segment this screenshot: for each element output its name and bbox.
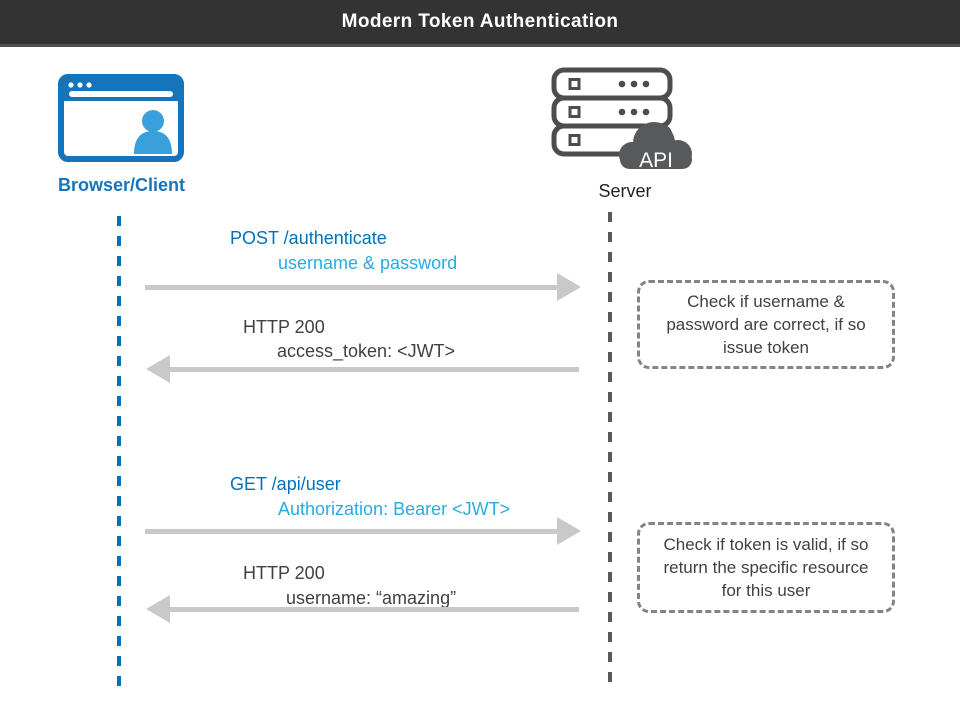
server-icon: API — [551, 67, 692, 172]
actor-client: Browser/Client — [58, 74, 186, 196]
title-bar: Modern Token Authentication — [0, 0, 960, 47]
note-text: Check if username & password are correct… — [666, 292, 866, 357]
actor-server: API Server — [550, 66, 700, 202]
server-note-validate-token: Check if token is valid, if so return th… — [637, 522, 895, 613]
server-note-issue-token: Check if username & password are correct… — [637, 280, 895, 369]
browser-icon — [58, 74, 184, 162]
message-3-line1: GET /api/user — [230, 474, 341, 494]
page-title: Modern Token Authentication — [341, 11, 619, 32]
server-label: Server — [598, 181, 652, 201]
note-text: Check if token is valid, if so return th… — [663, 535, 869, 600]
message-1-line2: username & password — [278, 253, 458, 273]
message-2-line2: access_token: <JWT> — [277, 341, 456, 361]
api-cloud-label: API — [639, 149, 673, 172]
message-4-line1: HTTP 200 — [243, 563, 325, 583]
message-2-line1: HTTP 200 — [243, 317, 325, 337]
client-label: Browser/Client — [58, 175, 186, 195]
client-lifeline — [117, 216, 121, 692]
message-4-line2: username: “amazing” — [286, 588, 457, 608]
api-cloud-icon — [619, 122, 692, 169]
message-3-line2: Authorization: Bearer <JWT> — [278, 499, 511, 519]
server-lifeline — [608, 212, 612, 692]
message-1-line1: POST /authenticate — [230, 228, 387, 248]
